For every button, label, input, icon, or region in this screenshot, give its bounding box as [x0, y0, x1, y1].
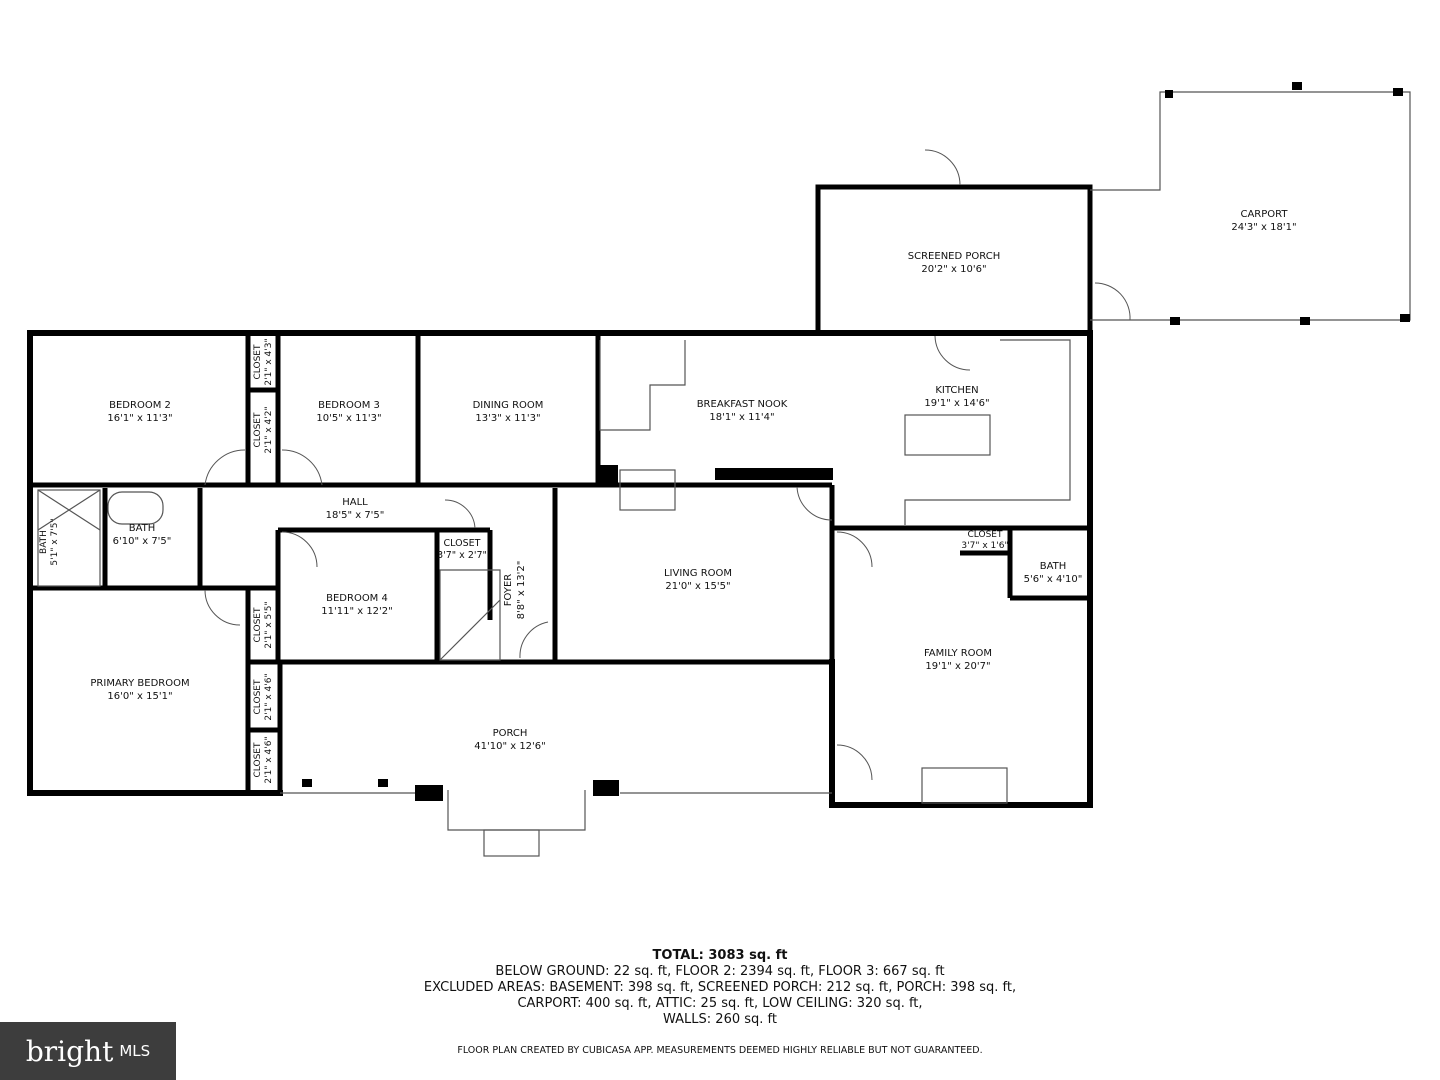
- room-dim: 2'1" x 5'5": [264, 601, 274, 649]
- logo-suffix: MLS: [119, 1042, 151, 1060]
- room-label-primary-bedroom: PRIMARY BEDROOM 16'0" x 15'1": [90, 677, 189, 703]
- room-dim: 3'7" x 2'7": [437, 550, 487, 561]
- room-name: BEDROOM 2: [109, 400, 171, 411]
- summary-line: EXCLUDED AREAS: BASEMENT: 398 sq. ft, SC…: [423, 980, 1017, 995]
- room-dim: 19'1" x 20'7": [925, 661, 991, 672]
- room-label-hall: HALL 18'5" x 7'5": [326, 496, 385, 522]
- room-name: BATH: [1039, 561, 1067, 572]
- summary-line: WALLS: 260 sq. ft: [663, 1012, 777, 1027]
- room-name: FAMILY ROOM: [923, 648, 993, 659]
- total-area: TOTAL: 3083 sq. ft: [652, 948, 788, 963]
- room-name: PORCH: [492, 728, 528, 739]
- room-dim: 2'1" x 4'6": [264, 736, 274, 784]
- room-dim: 2'1" x 4'6": [264, 673, 274, 721]
- room-dim: 24'3" x 18'1": [1231, 222, 1297, 233]
- room-dim: 16'1" x 11'3": [107, 413, 173, 424]
- doors: [204, 149, 1131, 781]
- room-name: CLOSET: [253, 742, 263, 778]
- room-name: BEDROOM 3: [318, 400, 380, 411]
- room-dim: 5'6" x 4'10": [1023, 574, 1083, 585]
- room-dim: 5'1" x 7'5": [50, 518, 60, 566]
- room-dim: 20'2" x 10'6": [921, 264, 987, 275]
- room-dim: 41'10" x 12'6": [474, 741, 546, 752]
- room-dim: 6'10" x 7'5": [112, 536, 172, 547]
- room-label-bedroom-3: BEDROOM 3 10'5" x 11'3": [316, 399, 381, 425]
- room-dim: 10'5" x 11'3": [316, 413, 382, 424]
- room-dim: 18'1" x 11'4": [709, 412, 775, 423]
- room-dim: 8'8" x 13'2": [516, 560, 527, 620]
- room-name: CARPORT: [1240, 209, 1288, 220]
- room-name: CLOSET: [443, 538, 481, 549]
- room-dim: 21'0" x 15'5": [665, 581, 731, 592]
- area-summary: TOTAL: 3083 sq. ft BELOW GROUND: 22 sq. …: [0, 948, 1440, 1028]
- room-dim: 18'5" x 7'5": [325, 510, 385, 521]
- room-label-screened-porch: SCREENED PORCH 20'2" x 10'6": [908, 250, 1000, 276]
- room-dim: 3'7" x 1'6": [961, 541, 1009, 551]
- interior-walls: [30, 335, 1090, 805]
- room-label-bedroom-4: BEDROOM 4 11'11" x 12'2": [321, 592, 393, 618]
- room-label-dining-room: DINING ROOM 13'3" x 11'3": [473, 399, 544, 425]
- room-label-bedroom-2: BEDROOM 2 16'1" x 11'3": [107, 399, 172, 425]
- room-dim: 2'1" x 4'3": [264, 338, 274, 386]
- room-label-family-room: FAMILY ROOM 19'1" x 20'7": [924, 647, 992, 673]
- room-name: HALL: [342, 497, 368, 508]
- room-name: CLOSET: [253, 679, 263, 715]
- room-name: CLOSET: [967, 530, 1003, 540]
- room-dim: 19'1" x 14'6": [924, 398, 990, 409]
- room-label-living-room: LIVING ROOM 21'0" x 15'5": [664, 567, 732, 593]
- room-name: BATH: [39, 530, 49, 554]
- room-label-carport: CARPORT 24'3" x 18'1": [1231, 208, 1296, 234]
- credit-note: FLOOR PLAN CREATED BY CUBICASA APP. MEAS…: [457, 1045, 983, 1056]
- summary-line: BELOW GROUND: 22 sq. ft, FLOOR 2: 2394 s…: [495, 964, 945, 979]
- room-name: BREAKFAST NOOK: [696, 399, 788, 410]
- room-dim: 13'3" x 11'3": [475, 413, 541, 424]
- room-name: FOYER: [503, 573, 514, 607]
- room-name: CLOSET: [253, 412, 263, 448]
- room-name: SCREENED PORCH: [907, 251, 1001, 262]
- room-label-kitchen: KITCHEN 19'1" x 14'6": [924, 384, 989, 410]
- room-name: CLOSET: [253, 344, 263, 380]
- room-label-breakfast-nook: BREAKFAST NOOK 18'1" x 11'4": [697, 398, 788, 424]
- room-label-bath-3: BATH 5'6" x 4'10": [1024, 560, 1083, 586]
- room-dim: 16'0" x 15'1": [107, 691, 173, 702]
- room-name: BATH: [128, 523, 156, 534]
- room-name: LIVING ROOM: [663, 568, 733, 579]
- room-name: BEDROOM 4: [326, 593, 388, 604]
- posts: [302, 82, 1410, 801]
- logo-brand: bright: [25, 1034, 114, 1068]
- room-name: PRIMARY BEDROOM: [90, 678, 190, 689]
- room-dim: 2'1" x 4'2": [264, 406, 274, 454]
- bright-mls-logo: bright MLS: [0, 1022, 176, 1080]
- room-name: DINING ROOM: [472, 400, 544, 411]
- room-dim: 11'11" x 12'2": [321, 606, 393, 617]
- room-label-porch: PORCH 41'10" x 12'6": [474, 727, 546, 753]
- room-label-bath-1: BATH 6'10" x 7'5": [113, 522, 172, 548]
- exterior-walls: [27, 184, 1093, 808]
- room-name: KITCHEN: [935, 385, 979, 396]
- summary-line: CARPORT: 400 sq. ft, ATTIC: 25 sq. ft, L…: [517, 996, 923, 1011]
- room-name: CLOSET: [253, 607, 263, 643]
